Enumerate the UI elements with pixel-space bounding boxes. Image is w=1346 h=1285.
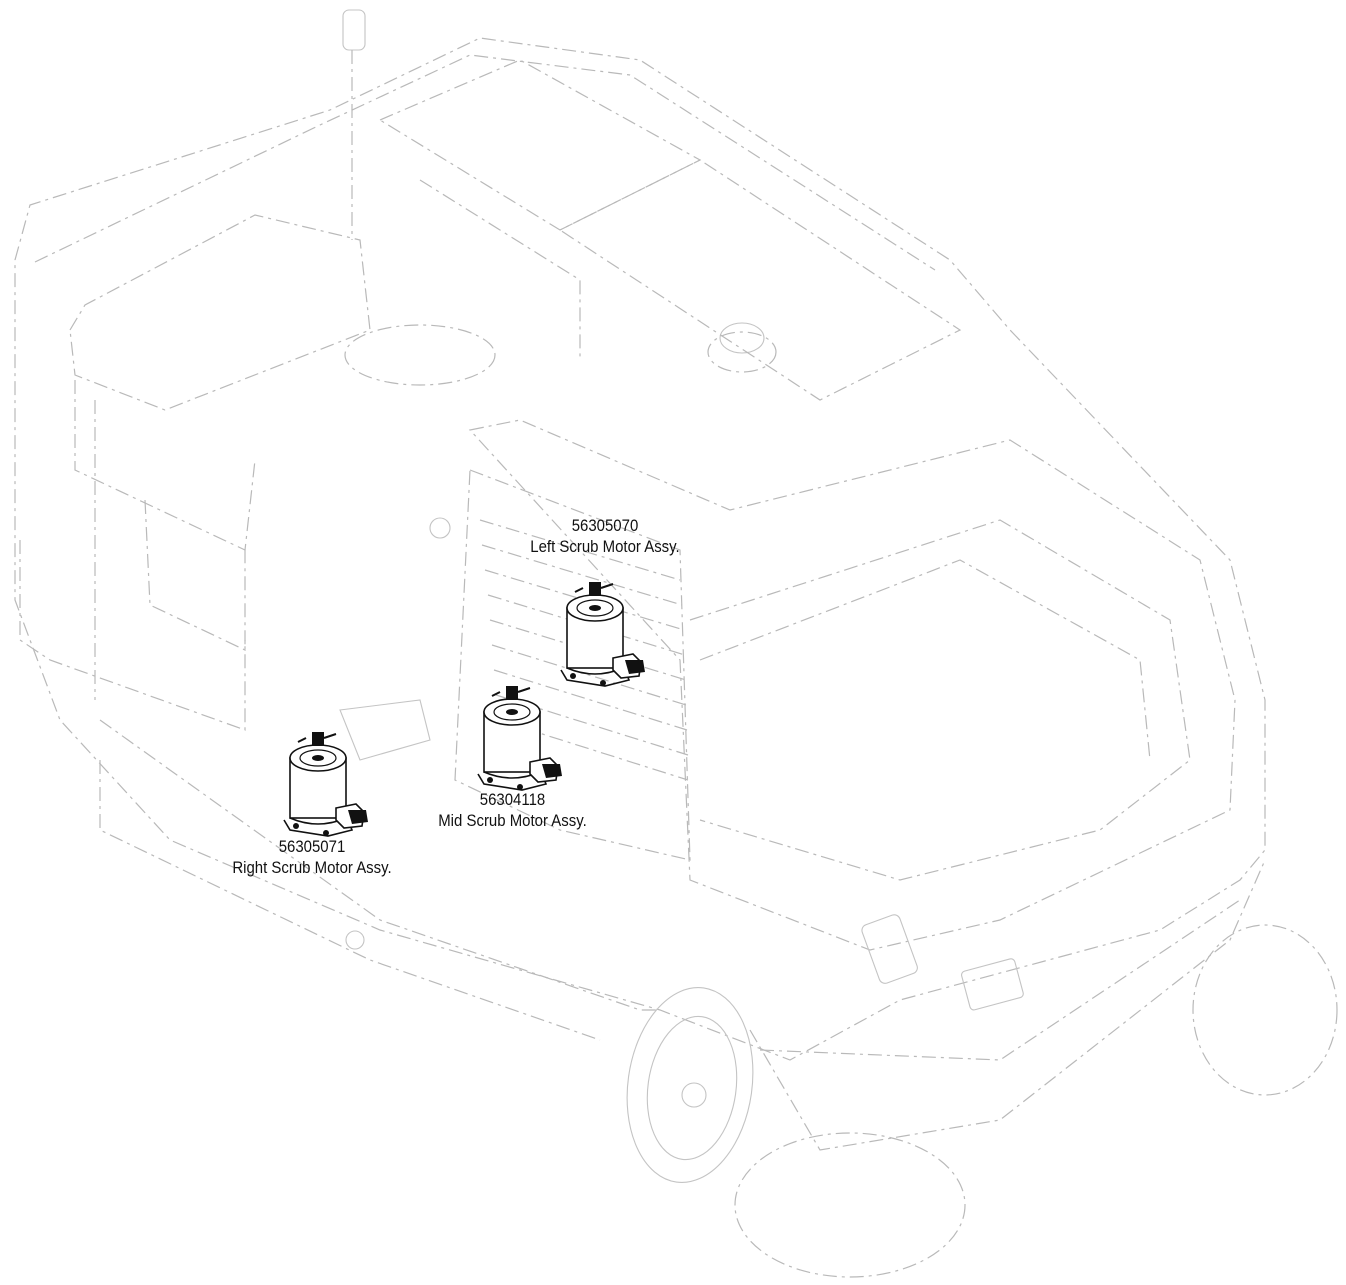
left-scrub-motor-callout: 56305070 Left Scrub Motor Assy. xyxy=(504,515,706,557)
part-number: 56305071 xyxy=(278,837,346,856)
machine-ghost-outline xyxy=(14,9,1338,1278)
part-number: 56305070 xyxy=(571,516,639,535)
part-name: Right Scrub Motor Assy. xyxy=(232,858,392,877)
part-name: Mid Scrub Motor Assy. xyxy=(438,811,587,830)
mid-scrub-motor-callout: 56304118 Mid Scrub Motor Assy. xyxy=(409,789,616,831)
part-name: Left Scrub Motor Assy. xyxy=(530,537,680,556)
part-number: 56304118 xyxy=(479,790,546,809)
left-scrub-motor-icon xyxy=(560,581,646,687)
mid-scrub-motor-icon xyxy=(477,685,563,791)
right-scrub-motor-callout: 56305071 Right Scrub Motor Assy. xyxy=(206,836,417,878)
